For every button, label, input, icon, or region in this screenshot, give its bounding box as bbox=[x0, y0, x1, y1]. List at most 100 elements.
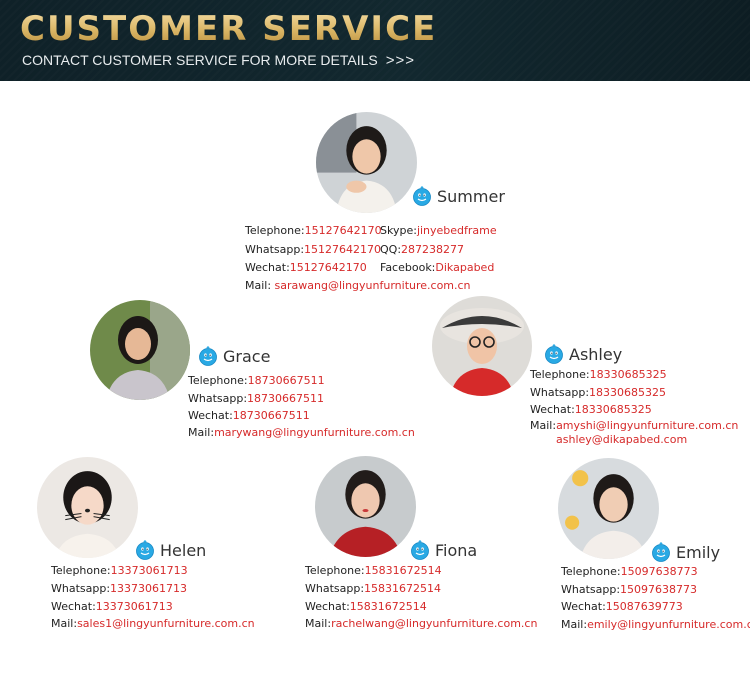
whatsapp-value[interactable]: 15127642170 bbox=[304, 243, 382, 256]
qq-penguin-icon[interactable] bbox=[135, 540, 155, 560]
fiona-whatsapp: Whatsapp:15831672514 bbox=[305, 582, 441, 596]
person-name-grace: Grace bbox=[223, 346, 271, 366]
whatsapp-value[interactable]: 18330685325 bbox=[589, 386, 667, 399]
summer-wechat: Wechat:15127642170 bbox=[245, 261, 367, 275]
whatsapp-label: Whatsapp: bbox=[245, 243, 305, 256]
whatsapp-label: Whatsapp: bbox=[305, 582, 365, 595]
mail-value[interactable]: emily@lingyunfurniture.com.cn bbox=[587, 618, 750, 631]
telephone-label: Telephone: bbox=[305, 564, 365, 577]
mail-value[interactable]: amyshi@lingyunfurniture.com.cn bbox=[556, 419, 739, 432]
summer-facebook: Facebook:Dikapabed bbox=[380, 261, 494, 275]
header-arrows: >>> bbox=[385, 52, 416, 69]
ashley-wechat: Wechat:18330685325 bbox=[530, 403, 652, 417]
emily-whatsapp: Whatsapp:15097638773 bbox=[561, 583, 697, 597]
mail-value[interactable]: rachelwang@lingyunfurniture.com.cn bbox=[331, 617, 538, 630]
header-subtitle-text: CONTACT CUSTOMER SERVICE FOR MORE DETAIL… bbox=[22, 52, 378, 68]
facebook-value[interactable]: Dikapabed bbox=[435, 261, 495, 274]
header-banner: CUSTOMER SERVICE CONTACT CUSTOMER SERVIC… bbox=[0, 0, 750, 81]
ashley-mail: Mail:amyshi@lingyunfurniture.com.cn bbox=[530, 419, 738, 433]
whatsapp-label: Whatsapp: bbox=[561, 583, 621, 596]
whatsapp-label: Whatsapp: bbox=[188, 392, 248, 405]
whatsapp-value[interactable]: 15831672514 bbox=[364, 582, 442, 595]
telephone-value[interactable]: 15097638773 bbox=[620, 565, 698, 578]
mail-value[interactable]: marywang@lingyunfurniture.com.cn bbox=[214, 426, 415, 439]
qq-penguin-icon[interactable] bbox=[412, 186, 432, 206]
wechat-label: Wechat: bbox=[530, 403, 575, 416]
helen-whatsapp: Whatsapp:13373061713 bbox=[51, 582, 187, 596]
telephone-label: Telephone: bbox=[530, 368, 590, 381]
telephone-label: Telephone: bbox=[561, 565, 621, 578]
portrait-helen bbox=[37, 457, 138, 558]
portrait-grace bbox=[90, 300, 190, 400]
name-row-helen: Helen bbox=[135, 540, 206, 560]
telephone-value[interactable]: 18730667511 bbox=[247, 374, 325, 387]
qq-penguin-icon[interactable] bbox=[410, 540, 430, 560]
wechat-value[interactable]: 15127642170 bbox=[289, 261, 367, 274]
name-row-emily: Emily bbox=[651, 542, 720, 562]
whatsapp-value[interactable]: 13373061713 bbox=[110, 582, 188, 595]
page-title: CUSTOMER SERVICE bbox=[20, 9, 438, 49]
wechat-value[interactable]: 15087639773 bbox=[605, 600, 683, 613]
whatsapp-label: Whatsapp: bbox=[530, 386, 590, 399]
wechat-value[interactable]: 13373061713 bbox=[95, 600, 173, 613]
mail-label: Mail: bbox=[245, 279, 275, 292]
qq-value[interactable]: 287238277 bbox=[401, 243, 465, 256]
skype-label: Skype: bbox=[380, 224, 417, 237]
helen-wechat: Wechat:13373061713 bbox=[51, 600, 173, 614]
fiona-telephone: Telephone:15831672514 bbox=[305, 564, 442, 578]
helen-telephone: Telephone:13373061713 bbox=[51, 564, 188, 578]
name-row-grace: Grace bbox=[198, 346, 270, 366]
emily-mail: Mail:emily@lingyunfurniture.com.cn bbox=[561, 618, 750, 632]
portrait-ashley bbox=[432, 296, 532, 396]
qq-penguin-icon[interactable] bbox=[544, 344, 564, 364]
grace-telephone: Telephone:18730667511 bbox=[188, 374, 325, 388]
fiona-wechat: Wechat:15831672514 bbox=[305, 600, 427, 614]
qq-penguin-icon[interactable] bbox=[198, 346, 218, 366]
emily-telephone: Telephone:15097638773 bbox=[561, 565, 698, 579]
whatsapp-value[interactable]: 18730667511 bbox=[247, 392, 325, 405]
mail-value[interactable]: sarawang@lingyunfurniture.com.cn bbox=[274, 279, 471, 292]
avatar-emily bbox=[558, 458, 659, 559]
wechat-label: Wechat: bbox=[188, 409, 233, 422]
portrait-fiona bbox=[315, 456, 416, 557]
qq-penguin-icon[interactable] bbox=[651, 542, 671, 562]
qq-label: QQ: bbox=[380, 243, 402, 256]
avatar-helen bbox=[37, 457, 138, 558]
summer-whatsapp: Whatsapp:15127642170 bbox=[245, 243, 381, 257]
wechat-label: Wechat: bbox=[561, 600, 606, 613]
mail-value[interactable]: sales1@lingyunfurniture.com.cn bbox=[77, 617, 255, 630]
telephone-value[interactable]: 15831672514 bbox=[364, 564, 442, 577]
telephone-value[interactable]: 18330685325 bbox=[589, 368, 667, 381]
ashley-mail-secondary: ashley@dikapabed.com bbox=[556, 433, 687, 447]
mail-label: Mail: bbox=[51, 617, 78, 630]
telephone-value[interactable]: 13373061713 bbox=[110, 564, 188, 577]
whatsapp-label: Whatsapp: bbox=[51, 582, 111, 595]
avatar-ashley bbox=[432, 296, 532, 396]
wechat-value[interactable]: 18330685325 bbox=[574, 403, 652, 416]
helen-mail: Mail:sales1@lingyunfurniture.com.cn bbox=[51, 617, 255, 631]
summer-skype: Skype:jinyebedframe bbox=[380, 224, 497, 238]
telephone-label: Telephone: bbox=[188, 374, 248, 387]
summer-mail: Mail: sarawang@lingyunfurniture.com.cn bbox=[245, 279, 471, 293]
ashley-telephone: Telephone:18330685325 bbox=[530, 368, 667, 382]
summer-qq: QQ:287238277 bbox=[380, 243, 464, 257]
grace-mail: Mail:marywang@lingyunfurniture.com.cn bbox=[188, 426, 415, 440]
skype-value[interactable]: jinyebedframe bbox=[416, 224, 497, 237]
wechat-value[interactable]: 18730667511 bbox=[232, 409, 310, 422]
grace-wechat: Wechat:18730667511 bbox=[188, 409, 310, 423]
person-name-summer: Summer bbox=[437, 186, 505, 206]
summer-telephone: Telephone:15127642170 bbox=[245, 224, 382, 238]
name-row-fiona: Fiona bbox=[410, 540, 477, 560]
ashley-whatsapp: Whatsapp:18330685325 bbox=[530, 386, 666, 400]
wechat-label: Wechat: bbox=[51, 600, 96, 613]
mail-label: Mail: bbox=[561, 618, 588, 631]
wechat-value[interactable]: 15831672514 bbox=[349, 600, 427, 613]
emily-wechat: Wechat:15087639773 bbox=[561, 600, 683, 614]
telephone-value[interactable]: 15127642170 bbox=[304, 224, 382, 237]
wechat-label: Wechat: bbox=[305, 600, 350, 613]
telephone-label: Telephone: bbox=[51, 564, 111, 577]
fiona-mail: Mail:rachelwang@lingyunfurniture.com.cn bbox=[305, 617, 537, 631]
whatsapp-value[interactable]: 15097638773 bbox=[620, 583, 698, 596]
avatar-summer bbox=[316, 112, 417, 213]
mail-value-secondary[interactable]: ashley@dikapabed.com bbox=[556, 433, 688, 446]
